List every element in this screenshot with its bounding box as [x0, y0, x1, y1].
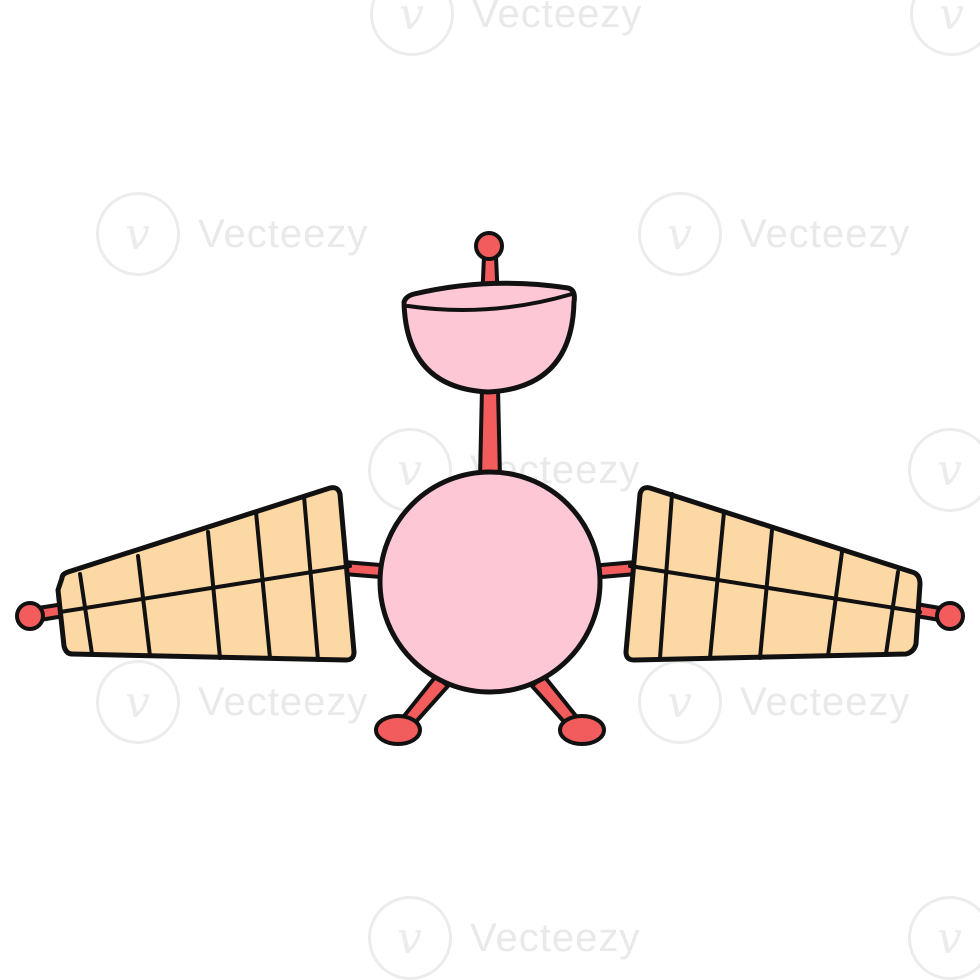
watermark-text: Vecteezy — [740, 679, 911, 724]
watermark-text: Vecteezy — [740, 211, 911, 256]
watermark: v Vecteezy — [368, 896, 640, 980]
vecteezy-logo-icon: v — [96, 660, 180, 744]
vecteezy-logo-icon: v — [910, 0, 980, 56]
watermark-text: Vecteezy — [470, 915, 641, 960]
antenna-mast — [478, 386, 502, 480]
vecteezy-logo-icon: v — [638, 660, 722, 744]
vecteezy-logo-icon: v — [638, 192, 722, 276]
vecteezy-logo-icon: v — [908, 896, 980, 980]
right-leg — [530, 674, 606, 746]
watermark-text: Vecteezy — [198, 679, 369, 724]
vecteezy-logo-icon: v — [368, 896, 452, 980]
watermark: v — [910, 0, 980, 56]
dish-antenna-icon — [401, 231, 577, 395]
vecteezy-logo-icon: v — [908, 428, 980, 512]
satellite-body — [377, 469, 603, 695]
watermark: v — [908, 428, 980, 512]
left-leg — [374, 674, 450, 746]
right-tip-antenna-icon — [914, 601, 965, 631]
watermark: v Vecteezy — [638, 660, 910, 744]
watermark: v — [908, 896, 980, 980]
left-tip-antenna-icon — [15, 601, 66, 631]
watermark: v Vecteezy — [96, 660, 368, 744]
left-solar-panel — [55, 485, 357, 663]
watermark: v Vecteezy — [96, 192, 368, 276]
watermark-text: Vecteezy — [472, 0, 643, 36]
watermark: v Vecteezy — [638, 192, 910, 276]
right-solar-panel — [623, 485, 923, 663]
watermark-text: Vecteezy — [198, 211, 369, 256]
vecteezy-logo-icon: v — [96, 192, 180, 276]
watermark: v Vecteezy — [370, 0, 642, 56]
